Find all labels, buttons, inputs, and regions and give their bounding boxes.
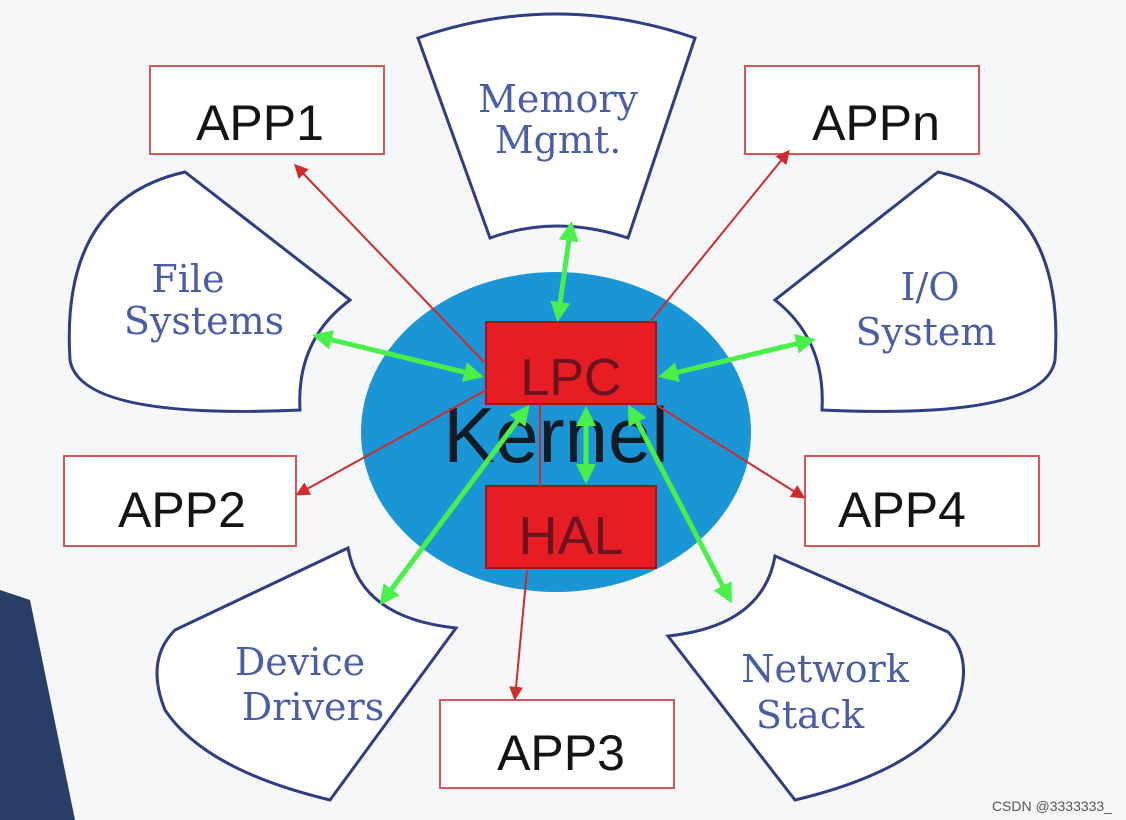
appn-label: APPn [812,95,940,151]
file-systems-segment [67,170,353,413]
watermark-text: CSDN @3333333_ [991,798,1112,814]
memory-mgmt-segment [416,12,697,240]
app4-box [804,455,1040,547]
frame-corner-shape [0,590,75,820]
app2-label: APP2 [118,482,246,538]
memory-label-line2: Mgmt. [495,118,622,162]
device-drivers-label-line2: Drivers [242,685,384,729]
arrow-memory-lpc [550,221,579,322]
arrow-lpc-devicedrivers [379,404,530,606]
device-drivers-label-line1: Device [235,640,365,684]
arrow-io-lpc [658,334,816,382]
network-stack-label-line1: Network [741,647,910,691]
app1-label: APP1 [196,95,324,151]
io-label-line2: System [856,310,997,354]
arrow-lpc-networkstack [627,404,733,604]
lpc-label: LPC [520,349,621,407]
app2-box [63,455,297,547]
file-systems-label-line2: Systems [124,299,284,343]
appn-box [744,65,980,155]
memory-label-line1: Memory [478,77,638,121]
arrow-lpc-to-app1 [294,163,485,363]
app1-box [149,65,385,155]
app4-label: APP4 [838,482,966,538]
file-systems-label-line1: File [151,257,224,301]
lpc-box [485,321,657,405]
arrow-lpc-to-appn [649,149,790,323]
network-stack-segment [665,553,965,802]
app3-box [439,699,675,789]
network-stack-label-line2: Stack [756,693,865,737]
hal-label: HAL [518,506,623,566]
app3-label: APP3 [497,725,625,781]
arrow-filesystems-lpc [312,330,484,382]
io-label-line1: I/O [901,265,960,309]
